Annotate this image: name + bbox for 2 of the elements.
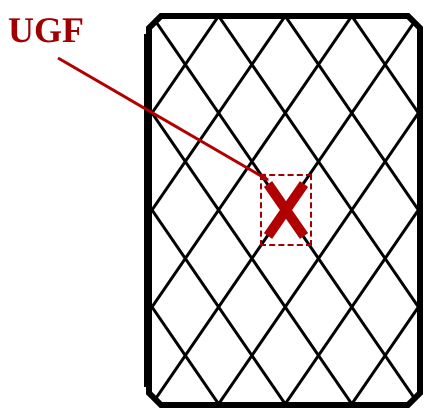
callout-label: UGF	[8, 10, 84, 50]
arrow	[57, 56, 269, 182]
